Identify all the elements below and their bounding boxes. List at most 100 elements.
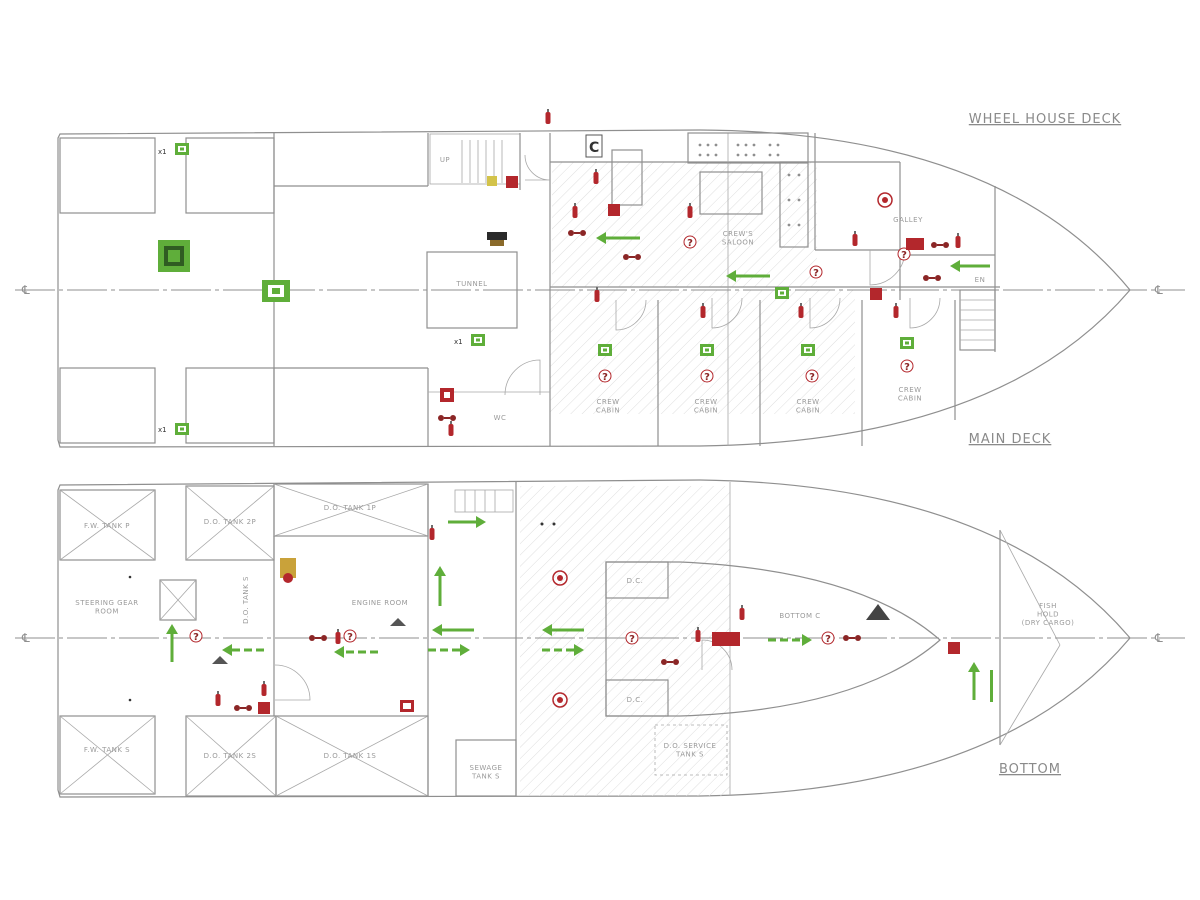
arrow-icon [542,644,584,656]
centerline-marker-fwd: ℄ [1154,283,1163,297]
arrow-icon [222,644,264,656]
centerline-marker-aft: ℄ [21,631,30,645]
hose-icon [234,705,252,711]
arrow-icon [434,566,446,606]
exit-sign-icon [175,143,189,155]
lifejacket-icon [280,558,296,583]
room-label-fw-tank-p: F.W. TANK P [84,522,130,530]
arrow-icon [334,646,378,658]
room-label-bottom-c: BOTTOM C [779,612,820,620]
arrow-icon [768,634,812,646]
hose-icon [843,635,861,641]
fire-alarm-icon [506,176,518,188]
fire-extinguisher-icon [955,233,961,248]
deck-title-main: MAIN DECK [969,432,1052,447]
exit-sign-icon [262,280,290,302]
count-x1-b: x1 [158,426,167,434]
exit-sign-icon [900,337,914,349]
fire-alarm-icon [870,288,882,300]
hose-icon [438,415,456,421]
first-aid-icon [440,388,454,402]
room-label-tunnel: TUNNEL [455,280,487,288]
arrow-icon [428,644,470,656]
count-x1-c: x1 [454,338,463,346]
arrow-icon [432,624,474,636]
deck-title-wheel-house: WHEEL HOUSE DECK [969,112,1121,127]
fire-extinguisher-icon [215,691,221,706]
exit-sign-icon [700,344,714,356]
fire-alarm-icon [948,642,960,654]
fire-extinguisher-icon [448,421,454,436]
fire-extinguisher-icon [335,629,341,644]
fire-extinguisher-icon [852,231,858,246]
exit-sign-icon [801,344,815,356]
arrow-icon [542,624,584,636]
room-label-up: UP [440,156,450,164]
centerline-marker-fwd: ℄ [1154,631,1163,645]
question-icon [343,629,357,644]
fire-alarm-icon [258,702,270,714]
room-label-do-tank-1s: D.O. TANK 1S [324,752,377,760]
svg-text:C: C [589,140,599,156]
hose-icon [309,635,327,641]
arrow-icon [596,232,640,244]
alarm-bell-icon [212,656,228,664]
main-deck-plan: TUNNEL UP [15,109,1185,448]
exit-sign-icon [598,344,612,356]
arrow-icon [968,662,980,700]
exit-sign-icon [175,423,189,435]
room-label-do-tank-s-small: D.O. TANK S [242,576,250,624]
fire-panel-icon [906,238,924,250]
arrow-icon [726,270,770,282]
room-label-do-tank-2p: D.O. TANK 2P [204,518,257,526]
arrow-icon [950,260,990,272]
fire-extinguisher-icon [261,681,267,696]
fire-detector-icon [487,176,497,186]
room-label-galley: GALLEY [893,216,923,224]
question-icon [821,631,835,646]
arrow-icon [448,516,486,528]
room-label-dc-2: D.C. [627,696,644,704]
ring-buoy-icon [487,232,507,246]
dots-icon [128,522,556,702]
svg-text:EN: EN [975,276,986,284]
hose-icon [923,275,941,281]
life-raft-icon [158,240,190,272]
room-label-wc: WC [494,414,507,422]
exit-sign-icon [775,287,789,299]
alarm-bell-icon [866,604,890,620]
hose-icon [931,242,949,248]
fire-pump-icon [712,632,740,646]
centerline-marker-aft: ℄ [21,283,30,297]
count-x1-a: x1 [158,148,167,156]
room-label-do-tank-1p: D.O. TANK 1P [324,504,377,512]
room-label-dc-1: D.C. [627,577,644,585]
alarm-bell-icon [390,618,406,626]
ring-buoy-icon [877,192,893,208]
fire-station-icon: C [585,134,603,158]
room-label-engine-room: ENGINE ROOM [352,599,408,607]
fire-extinguisher-icon [893,303,899,318]
fire-extinguisher-icon [739,605,745,620]
exit-sign-icon [471,334,485,346]
fire-alarm-icon [608,204,620,216]
room-label-do-tank-2s: D.O. TANK 2S [204,752,257,760]
room-label-fw-tank-s: F.W. TANK S [84,746,130,754]
first-aid-icon [400,700,414,712]
fire-extinguisher-icon [594,287,600,302]
deck-title-bottom: BOTTOM [999,762,1061,777]
question-icon [189,629,203,644]
fire-extinguisher-icon [429,525,435,540]
arrow-icon [166,624,178,662]
